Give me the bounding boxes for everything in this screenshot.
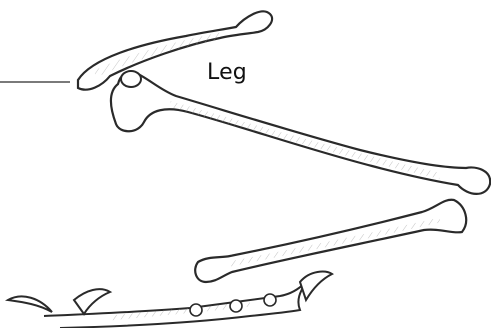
femur-bone: [111, 71, 490, 194]
tibia-bone: [195, 200, 466, 282]
leg-label: Leg: [207, 60, 247, 85]
foot-bones: [8, 272, 332, 328]
